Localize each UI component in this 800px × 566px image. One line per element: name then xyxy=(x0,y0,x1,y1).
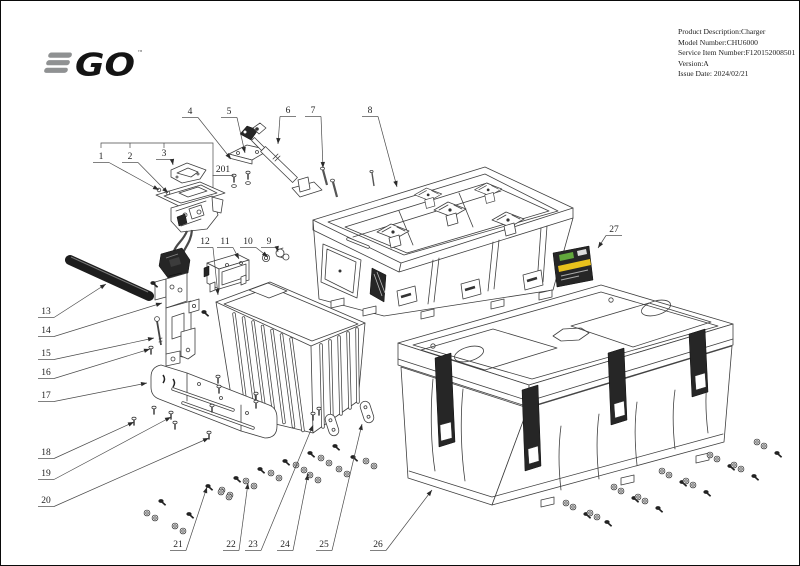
callout-4: 4 xyxy=(182,107,232,160)
svg-text:13: 13 xyxy=(41,307,51,317)
callout-18: 18 xyxy=(38,421,135,459)
ego-logo-e-bars xyxy=(44,52,72,73)
svg-text:9: 9 xyxy=(267,237,272,247)
svg-text:12: 12 xyxy=(200,237,210,247)
svg-text:18: 18 xyxy=(41,448,51,458)
svg-text:23: 23 xyxy=(248,540,258,550)
callout-201: 201 xyxy=(212,165,234,176)
product-info-line: Product Description:Charger xyxy=(678,27,766,36)
callout-6: 6 xyxy=(276,106,296,145)
svg-text:11: 11 xyxy=(220,237,229,247)
svg-text:14: 14 xyxy=(41,326,51,336)
svg-text:16: 16 xyxy=(41,368,51,378)
part-bracket-assembly xyxy=(148,272,210,367)
callout-16: 16 xyxy=(38,348,151,379)
callout-19: 19 xyxy=(38,416,172,480)
callout-9: 9 xyxy=(261,237,279,253)
ego-logo-text: GO xyxy=(75,48,135,84)
part-black-rod xyxy=(65,255,154,301)
part-small-components xyxy=(203,247,290,293)
product-info-line: Service Item Number:F120152008501 xyxy=(678,48,796,58)
svg-text:8: 8 xyxy=(368,106,373,116)
callout-3: 3 xyxy=(156,149,175,166)
callout-20: 20 xyxy=(38,437,210,507)
part-handle-assembly xyxy=(155,162,226,287)
callout-26: 26 xyxy=(370,489,433,551)
svg-text:10: 10 xyxy=(243,237,253,247)
svg-text:21: 21 xyxy=(173,540,183,550)
callout-12: 12 xyxy=(197,237,220,296)
svg-text:3: 3 xyxy=(162,149,167,159)
svg-text:20: 20 xyxy=(41,496,51,506)
product-info-line: Version:A xyxy=(678,58,709,68)
case-latches xyxy=(434,328,709,472)
svg-text:15: 15 xyxy=(41,349,51,359)
product-info-line: Model Number:CHU6000 xyxy=(678,37,758,47)
svg-text:26: 26 xyxy=(373,540,383,550)
callout-11: 11 xyxy=(217,237,240,260)
callout-14: 14 xyxy=(38,302,163,337)
svg-text:6: 6 xyxy=(286,106,291,116)
part-warning-label xyxy=(552,245,594,288)
svg-text:201: 201 xyxy=(216,165,231,175)
part-charger-frame xyxy=(312,166,574,320)
callout-8: 8 xyxy=(362,106,398,188)
part-saddle-bracket xyxy=(150,364,278,439)
svg-text:19: 19 xyxy=(41,469,51,479)
callout-25: 25 xyxy=(316,423,363,551)
part-storage-case xyxy=(397,284,734,508)
svg-text:1: 1 xyxy=(99,152,104,162)
svg-text:25: 25 xyxy=(319,540,329,550)
callout-1: 1 xyxy=(93,152,160,191)
callout-27: 27 xyxy=(597,225,622,249)
svg-text:22: 22 xyxy=(226,540,236,550)
callout-22: 22 xyxy=(223,482,250,551)
svg-text:4: 4 xyxy=(188,107,193,117)
callout-15: 15 xyxy=(38,337,155,360)
callout-5: 5 xyxy=(221,107,246,154)
callout-13: 13 xyxy=(38,283,107,318)
basket-slots-right xyxy=(319,327,360,429)
product-info: Product Description:Charger Model Number… xyxy=(678,27,796,80)
callout-17: 17 xyxy=(38,382,148,402)
trademark-symbol: ™ xyxy=(137,49,144,57)
callout-23: 23 xyxy=(245,424,314,551)
svg-text:17: 17 xyxy=(41,391,51,401)
part-basket xyxy=(215,281,366,434)
svg-text:24: 24 xyxy=(280,540,290,550)
callout-7: 7 xyxy=(305,106,325,169)
callout-24: 24 xyxy=(277,473,309,551)
svg-text:7: 7 xyxy=(311,106,316,116)
basket-slots-left xyxy=(232,312,305,433)
part-gas-strut xyxy=(239,122,323,198)
callout-10: 10 xyxy=(240,237,269,258)
svg-text:5: 5 xyxy=(227,107,232,117)
product-info-line: Issue Date: 2024/02/21 xyxy=(678,69,749,79)
part-pins xyxy=(320,166,375,198)
svg-text:27: 27 xyxy=(609,225,619,235)
ego-logo: GO ™ xyxy=(44,48,144,84)
callout-2: 2 xyxy=(122,152,169,194)
callout-21: 21 xyxy=(170,486,208,551)
svg-text:2: 2 xyxy=(128,152,133,162)
